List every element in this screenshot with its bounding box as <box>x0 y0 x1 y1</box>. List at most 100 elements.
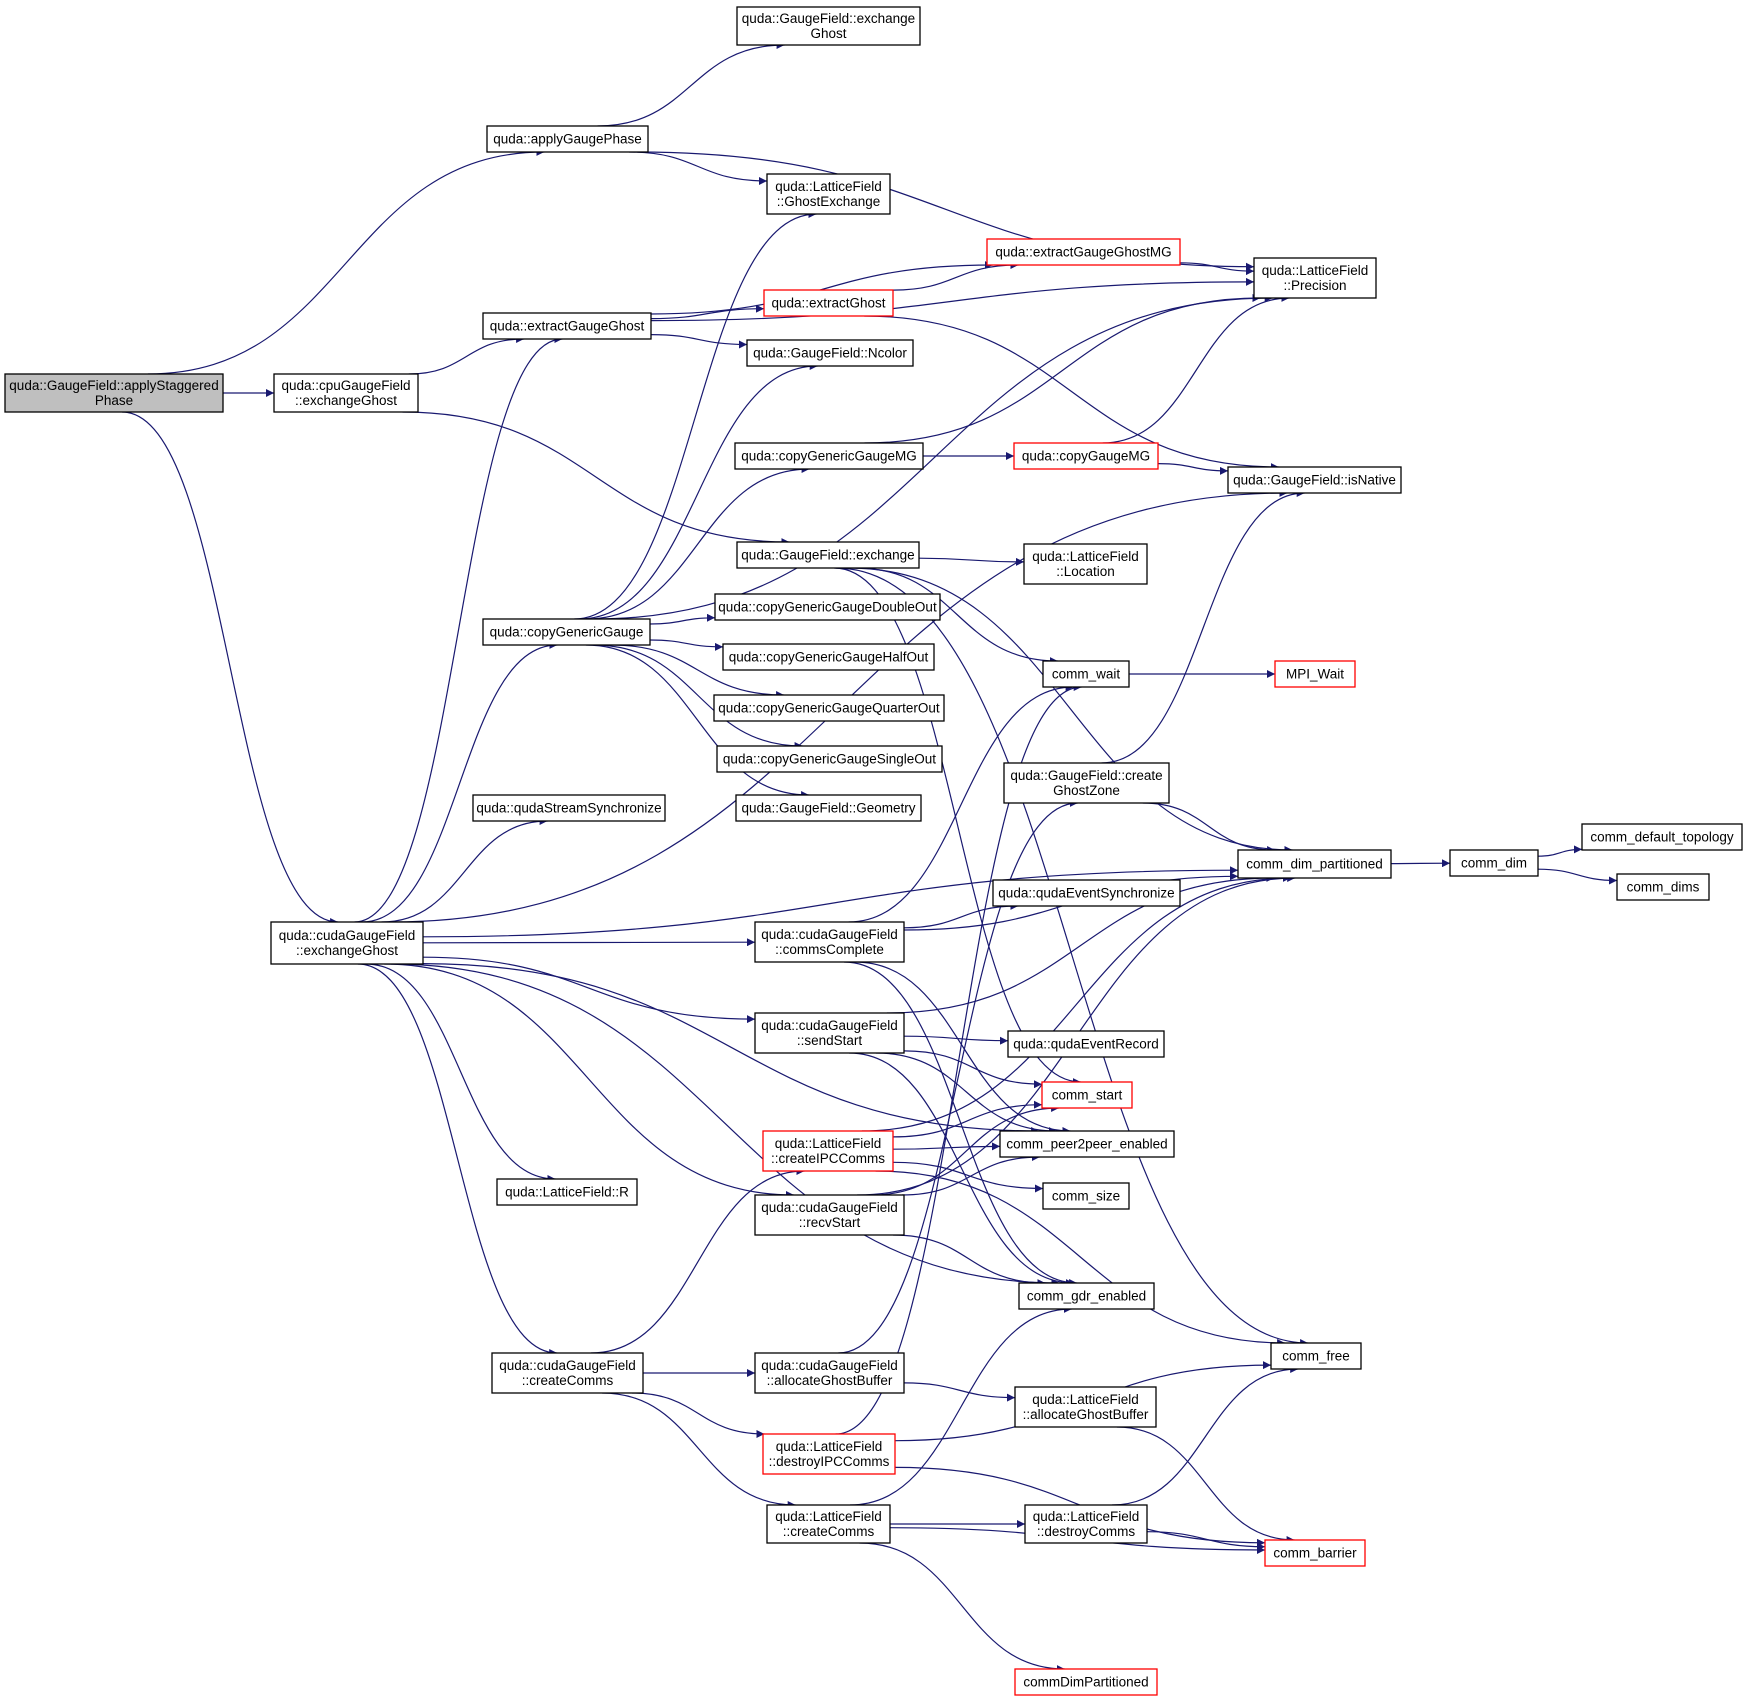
node-comm-start[interactable]: comm_start <box>1041 1081 1133 1109</box>
node-box <box>1227 466 1402 494</box>
node-box <box>1274 660 1356 688</box>
node-box <box>762 1433 896 1475</box>
edge-cuda_sendStart-to-comm_peer2peer <box>875 1052 1057 1135</box>
node-quda-cuda-gauge-field-comms-complete[interactable]: quda::cudaGaugeField::commsComplete <box>754 921 905 963</box>
node-comm-barrier[interactable]: comm_barrier <box>1264 1539 1366 1567</box>
node-label: quda::GaugeField::exchange <box>741 548 914 563</box>
node-box <box>992 879 1181 907</box>
node-label: ::Precision <box>1283 278 1346 293</box>
node-box <box>754 1352 905 1394</box>
node-comm-default-topology[interactable]: comm_default_topology <box>1581 823 1743 851</box>
node-quda-gauge-field-exchange-ghost[interactable]: quda::GaugeField::exchangeGhost <box>736 6 921 46</box>
node-quda-cuda-gauge-field-create-comms[interactable]: quda::cudaGaugeField::createComms <box>491 1352 644 1394</box>
node-label: comm_gdr_enabled <box>1027 1289 1146 1304</box>
edge-extractGaugeGhost-to-extractGhost <box>650 304 765 320</box>
node-quda-gauge-field-is-native[interactable]: quda::GaugeField::isNative <box>1227 466 1402 494</box>
node-label: ::allocateGhostBuffer <box>767 1373 893 1388</box>
node-label: comm_dim <box>1461 856 1527 871</box>
node-box <box>766 1504 891 1544</box>
node-quda-copy-generic-gauge-quarter-out[interactable]: quda::copyGenericGaugeQuarterOut <box>713 694 945 722</box>
node-box <box>1014 1668 1158 1696</box>
node-box <box>1024 1504 1148 1544</box>
edge-cuda_exchangeGhost-to-extractGaugeGhost <box>354 335 563 923</box>
edge-copyGenericGauge-to-lf_ghostExchange <box>574 210 817 620</box>
node-quda-copy-generic-gauge-mg[interactable]: quda::copyGenericGaugeMG <box>734 442 924 470</box>
node-quda-lattice-field-destroy-comms[interactable]: quda::LatticeField::destroyComms <box>1024 1504 1148 1544</box>
node-label: quda::cudaGaugeField <box>761 1018 898 1033</box>
node-quda-lattice-field-allocate-ghost-buffer[interactable]: quda::LatticeField::allocateGhostBuffer <box>1014 1386 1157 1428</box>
node-quda-lattice-field-location[interactable]: quda::LatticeField::Location <box>1023 543 1148 585</box>
node-quda-cuda-gauge-field-exchange-ghost[interactable]: quda::cudaGaugeField::exchangeGhost <box>270 921 424 965</box>
node-quda-gauge-field-exchange[interactable]: quda::GaugeField::exchange <box>736 541 920 569</box>
node-quda-lattice-field-destroy-ipccomms[interactable]: quda::LatticeField::destroyIPCComms <box>762 1433 896 1475</box>
node-box <box>986 238 1181 266</box>
node-quda-cuda-gauge-field-allocate-ghost-buffer[interactable]: quda::cudaGaugeField::allocateGhostBuffe… <box>754 1352 905 1394</box>
node-box <box>496 1178 638 1206</box>
node-label: comm_free <box>1282 1349 1350 1364</box>
node-label: quda::copyGenericGaugeQuarterOut <box>718 701 940 716</box>
node-quda-copy-gauge-mg[interactable]: quda::copyGaugeMG <box>1013 442 1159 470</box>
node-quda-extract-gauge-ghost[interactable]: quda::extractGaugeGhost <box>482 312 652 340</box>
node-quda-extract-ghost[interactable]: quda::extractGhost <box>763 289 894 317</box>
node-comm-wait[interactable]: comm_wait <box>1042 660 1130 688</box>
node-quda-gauge-field-geometry[interactable]: quda::GaugeField::Geometry <box>735 794 922 822</box>
node-comm-dim-partitioned[interactable]: comm_dim_partitioned <box>1237 849 1392 879</box>
node-comm-dim[interactable]: comm_dim <box>1449 849 1539 877</box>
node-label: quda::GaugeField::exchange <box>742 11 915 26</box>
node-quda-quda-event-synchronize[interactable]: quda::qudaEventSynchronize <box>992 879 1181 907</box>
node-label: quda::GaugeField::isNative <box>1233 473 1396 488</box>
node-quda-gauge-field-ncolor[interactable]: quda::GaugeField::Ncolor <box>746 339 914 367</box>
node-quda-lattice-field-ghost-exchange[interactable]: quda::LatticeField::GhostExchange <box>766 173 891 215</box>
edge-lf_createIPCComms-to-comm_free <box>875 1170 1286 1347</box>
edge-gf_createGhostZone-to-gf_isNative <box>1101 489 1305 764</box>
node-comm-dims[interactable]: comm_dims <box>1616 873 1710 901</box>
node-box <box>1237 849 1392 879</box>
node-quda-lattice-field-create-comms[interactable]: quda::LatticeField::createComms <box>766 1504 891 1544</box>
node-quda-cuda-gauge-field-send-start[interactable]: quda::cudaGaugeField::sendStart <box>754 1012 905 1054</box>
node-quda-cpu-gauge-field-exchange-ghost[interactable]: quda::cpuGaugeField::exchangeGhost <box>273 373 419 413</box>
node-quda-copy-generic-gauge-single-out[interactable]: quda::copyGenericGaugeSingleOut <box>716 745 943 773</box>
node-quda-lattice-field-create-ipccomms[interactable]: quda::LatticeField::createIPCComms <box>762 1130 894 1172</box>
edge-cuda_recvStart-to-comm_gdr <box>892 1234 1046 1287</box>
node-label: ::GhostExchange <box>777 194 881 209</box>
node-label: comm_dims <box>1627 880 1700 895</box>
edge-copyGenericGaugeMG-to-lf_precision <box>864 294 1261 444</box>
edge-cuda_allocGhost-to-lf_allocGhost <box>903 1382 1016 1402</box>
node-label: ::createComms <box>522 1373 614 1388</box>
edge-gf_createGhostZone-to-comm_dim_partitioned <box>1142 802 1276 854</box>
node-label: quda::copyGaugeMG <box>1022 449 1150 464</box>
node-label: quda::cudaGaugeField <box>761 1200 898 1215</box>
edge-cuda_exchangeGhost-to-qudaStreamSync <box>381 817 548 923</box>
node-box <box>486 125 649 153</box>
edge-cuda_exchangeGhost-to-copyGenericGauge <box>361 641 558 923</box>
node-quda-quda-stream-synchronize[interactable]: quda::qudaStreamSynchronize <box>472 794 666 822</box>
node-quda-extract-gauge-ghost-mg[interactable]: quda::extractGaugeGhostMG <box>986 238 1181 266</box>
node-box <box>1041 1081 1133 1109</box>
node-quda-copy-generic-gauge-double-out[interactable]: quda::copyGenericGaugeDoubleOut <box>714 593 941 621</box>
node-mpi-wait[interactable]: MPI_Wait <box>1274 660 1356 688</box>
node-label: quda::copyGenericGaugeMG <box>741 449 917 464</box>
edge-lf_createComms-to-commDimPartitioned <box>859 1542 1065 1673</box>
node-quda-apply-gauge-phase[interactable]: quda::applyGaugePhase <box>486 125 649 153</box>
node-quda-lattice-field-precision[interactable]: quda::LatticeField::Precision <box>1253 257 1377 299</box>
node-comm-size[interactable]: comm_size <box>1042 1182 1130 1210</box>
edge-copyGenericGauge-to-lf_precision <box>593 294 1273 620</box>
edge-lf_createIPCComms-to-comm_start <box>892 1100 1043 1138</box>
node-comm-gdr-enabled[interactable]: comm_gdr_enabled <box>1018 1282 1155 1310</box>
edge-cuda_createComms-to-lf_createIPCComms <box>590 1167 805 1354</box>
node-quda-quda-event-record[interactable]: quda::qudaEventRecord <box>1007 1030 1165 1058</box>
node-comm-free[interactable]: comm_free <box>1270 1342 1362 1370</box>
node-quda-cuda-gauge-field-recv-start[interactable]: quda::cudaGaugeField::recvStart <box>754 1194 905 1236</box>
node-comm-dim-partitioned[interactable]: commDimPartitioned <box>1014 1668 1158 1696</box>
node-label: comm_size <box>1052 1189 1120 1204</box>
node-quda-copy-generic-gauge-half-out[interactable]: quda::copyGenericGaugeHalfOut <box>722 643 935 671</box>
node-label: quda::LatticeField <box>1032 1392 1139 1407</box>
node-label: comm_default_topology <box>1590 830 1734 845</box>
node-quda-lattice-field-r[interactable]: quda::LatticeField::R <box>496 1178 638 1206</box>
node-box <box>491 1352 644 1394</box>
node-comm-peer2peer-enabled[interactable]: comm_peer2peer_enabled <box>999 1130 1175 1158</box>
node-quda-copy-generic-gauge[interactable]: quda::copyGenericGauge <box>482 618 651 646</box>
edge-cuda_sendStart-to-comm_dim_partitioned <box>886 874 1275 1014</box>
edge-cpu_exchangeGhost-to-extractGaugeGhost <box>408 335 525 375</box>
